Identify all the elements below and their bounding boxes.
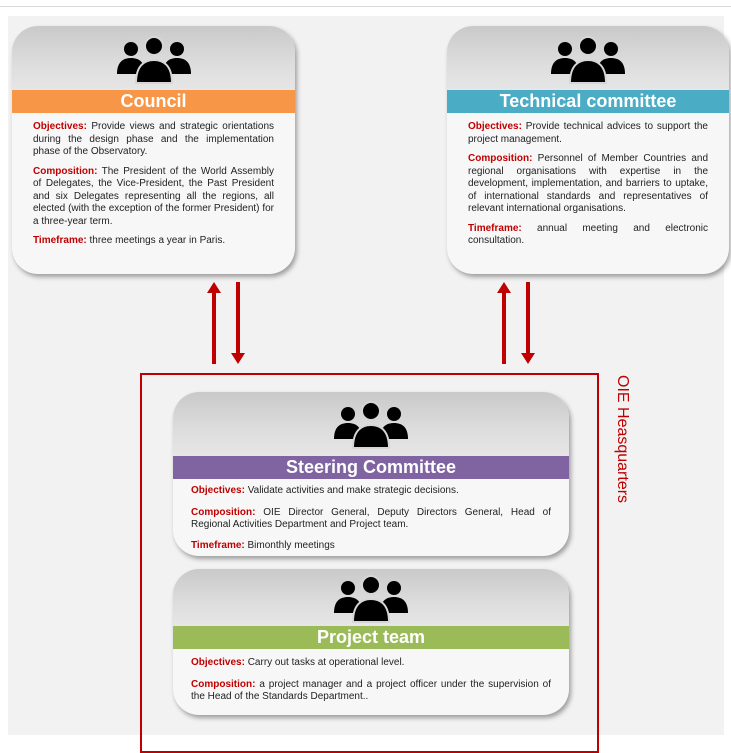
council-body: Objectives: Provide views and strategic … [12,113,295,248]
council-composition: Composition: The President of the World … [33,166,274,229]
top-divider [0,6,731,7]
steering-body: Objectives: Validate activities and make… [173,479,569,552]
composition-label: Composition: [468,153,533,164]
technical-objectives: Objectives: Provide technical advices to… [468,121,708,146]
technical-timeframe: Timeframe: annual meeting and electronic… [468,223,708,248]
composition-label: Composition: [191,678,256,690]
objectives-label: Objectives: [191,657,245,668]
timeframe-text: three meetings a year in Paris. [89,235,226,246]
composition-text: OIE Director General, Deputy Directors G… [191,506,552,531]
council-card: Council Objectives: Provide views and st… [12,26,295,274]
steering-objectives: Objectives: Validate activities and make… [191,485,551,498]
composition-label: Composition: [191,506,256,518]
composition-text: The President of the World Assembly of D… [33,165,274,227]
timeframe-label: Timeframe: [33,235,87,246]
composition-label: Composition: [33,165,98,177]
people-group-icon [334,401,408,449]
technical-title: Technical committee [447,90,729,113]
steering-card-header [173,392,569,456]
technical-composition: Composition: Personnel of Member Countri… [468,153,708,216]
timeframe-text: Bimonthly meetings [247,539,335,551]
objectives-label: Objectives: [191,485,245,496]
steering-title: Steering Committee [173,456,569,479]
people-group-icon [117,36,191,84]
council-timeframe: Timeframe: three meetings a year in Pari… [33,235,274,248]
objectives-text: Provide views and strategic orientations… [33,121,275,157]
council-objectives: Objectives: Provide views and strategic … [33,121,274,159]
project-title: Project team [173,626,569,649]
timeframe-label: Timeframe: [191,539,245,551]
timeframe-text: annual meeting and electronic consultati… [468,222,708,247]
oie-headquarters-label: OIE Heasquarters [614,375,631,504]
composition-text: a project manager and a project officer … [191,678,551,703]
people-group-icon [334,575,408,623]
project-team-card: Project team Objectives: Carry out tasks… [173,569,569,715]
arrow-down-from-technical [521,282,535,364]
objectives-label: Objectives: [33,121,87,132]
arrow-down-from-council [231,282,245,364]
people-group-icon [551,36,625,84]
steering-composition: Composition: OIE Director General, Deput… [191,507,551,532]
objectives-text: Validate activities and make strategic d… [247,485,459,496]
council-title: Council [12,90,295,113]
arrow-up-to-technical [497,282,511,364]
steering-timeframe: Timeframe: Bimonthly meetings [191,540,551,553]
objectives-label: Objectives: [468,121,522,132]
project-body: Objectives: Carry out tasks at operation… [173,649,569,704]
technical-committee-card: Technical committee Objectives: Provide … [447,26,729,274]
council-card-header [12,26,295,90]
objectives-text: Provide technical advices to support the… [468,121,708,145]
technical-body: Objectives: Provide technical advices to… [447,113,729,248]
project-composition: Composition: a project manager and a pro… [191,679,551,704]
project-objectives: Objectives: Carry out tasks at operation… [191,657,551,670]
objectives-text: Carry out tasks at operational level. [247,657,405,668]
technical-card-header [447,26,729,90]
project-card-header [173,569,569,626]
composition-text: Personnel of Member Countries and region… [468,153,709,214]
arrow-up-to-council [207,282,221,364]
steering-committee-card: Steering Committee Objectives: Validate … [173,392,569,556]
timeframe-label: Timeframe: [468,222,522,234]
